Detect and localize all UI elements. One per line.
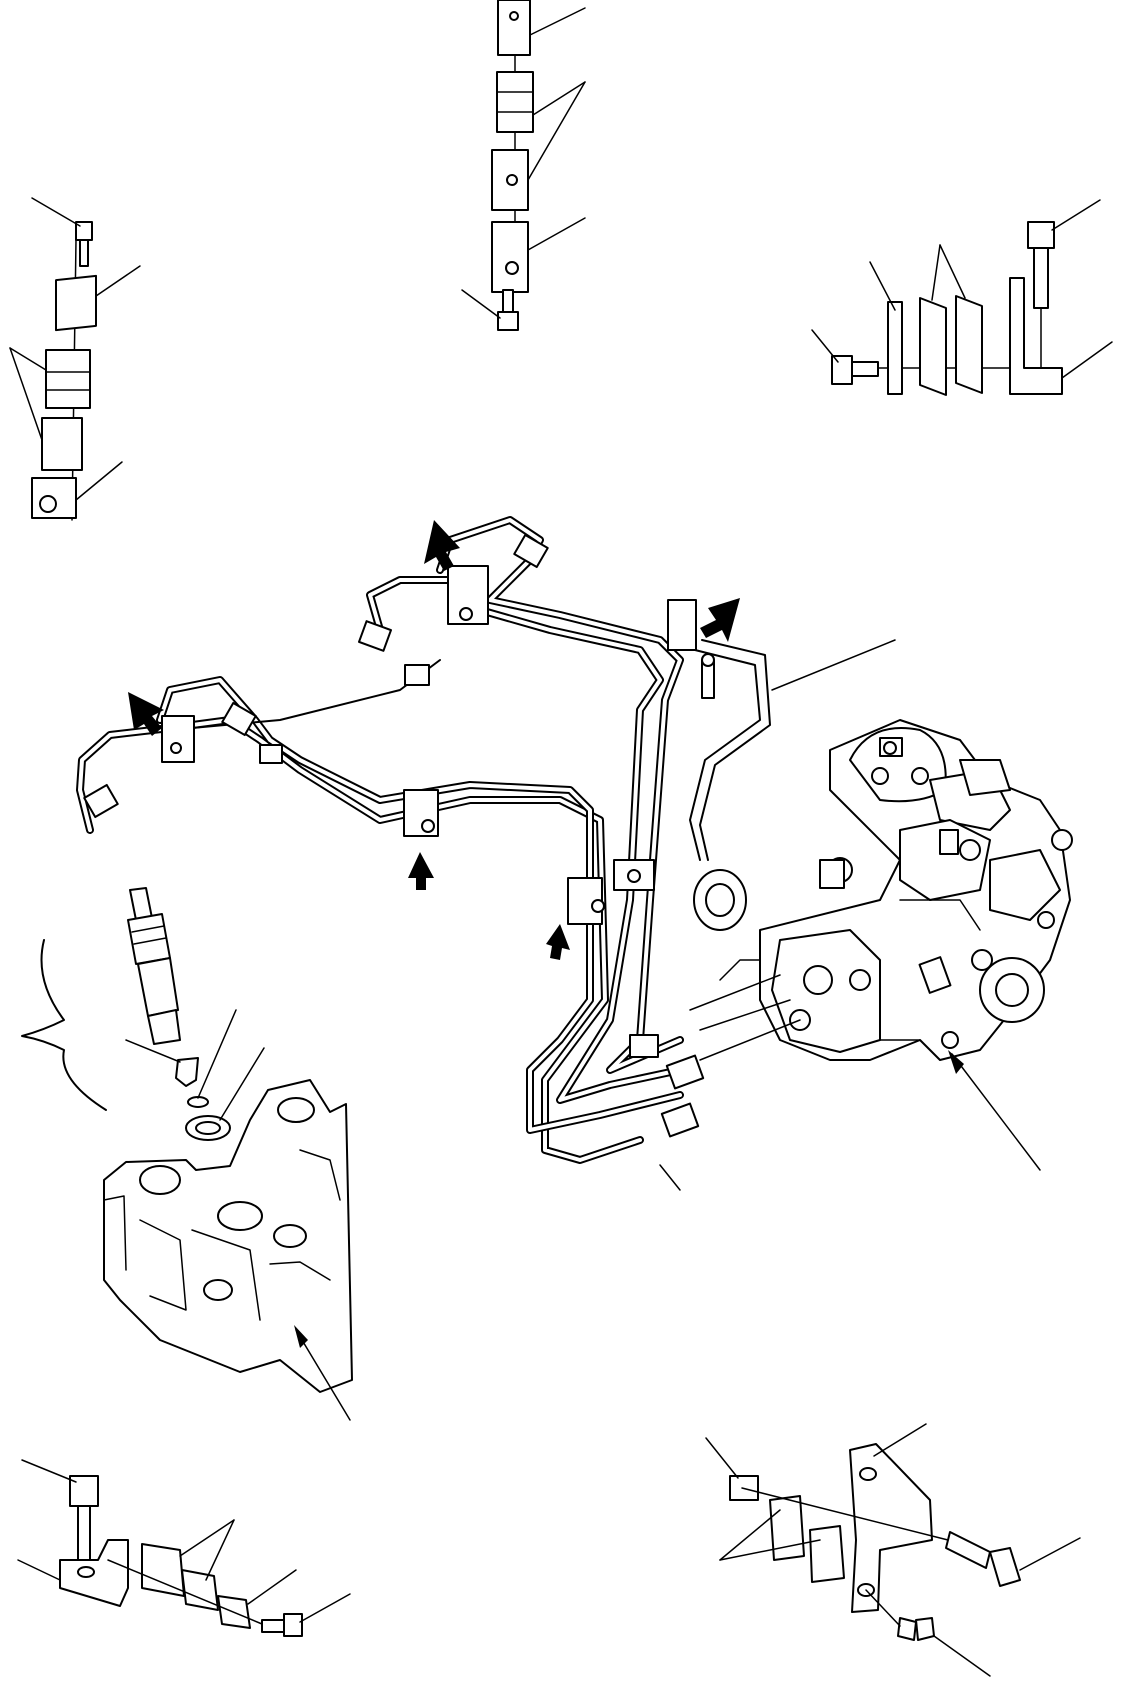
banjo-fitting [693,869,747,931]
leader-line [9,347,47,371]
leader-line [461,289,501,319]
fuel-injection-pipes [76,516,896,1191]
nozzle-sleeve [175,1057,199,1087]
clamp-block [41,417,83,471]
leader-line [532,81,586,116]
leader-line [1051,199,1101,231]
bolt [497,289,519,331]
leader-line [869,261,896,311]
leader-line [931,244,941,301]
clamp-block [809,1525,845,1583]
clamp-indicator-arrow [546,924,570,960]
leader-line [527,217,586,251]
bolt [945,1531,1021,1587]
cylinder-head [103,1079,353,1421]
leader-line [705,1437,739,1479]
pipe-nut [83,533,705,1138]
bolt [69,1475,99,1563]
leader-line [939,244,966,299]
bracket [849,1443,933,1613]
bolt [897,1617,935,1641]
clamp-stack-top-left [9,197,141,521]
clamp-indicator-arrow [408,852,434,890]
clamp-stack-top-right [811,199,1113,396]
clamp-plate [497,0,531,56]
clamp-block [919,297,947,396]
clamp-indicator-arrow [700,598,740,642]
leader-line [31,197,81,227]
leader-line [205,1519,235,1581]
clamp-plate [887,301,903,395]
leader-line [179,1519,235,1557]
injector [127,887,181,1045]
leader-line [811,329,839,363]
leader-line [299,1593,351,1623]
leader-line [75,461,123,501]
bolt [1027,221,1055,309]
clamp-block [667,599,715,699]
assembly-brace [21,939,107,1111]
clamp-block [769,1495,805,1561]
leader-line [719,1539,821,1561]
bolt [75,221,93,267]
leader-line [719,1509,781,1561]
clamp-block [567,859,655,925]
leader-line [529,7,586,36]
clamp-stack-bottom-right [705,1423,1081,1677]
clamp-indicator-arrow [424,520,460,571]
leader-line [125,1039,181,1063]
leader-line [1019,1537,1081,1571]
leader-line [933,1635,991,1677]
fuel-injection-pump [689,719,1073,1171]
leader-line [1061,341,1113,379]
leader-line [247,1569,297,1605]
clamp-block [447,565,489,625]
leader-line [21,1459,77,1483]
leader-line [197,1009,237,1099]
leader-line [873,1423,927,1457]
leader-line [659,1164,681,1191]
leader-line [295,1329,351,1421]
bracket [491,221,529,293]
pointer-arrowhead [948,1050,964,1074]
clamp-indicator-arrow [128,692,164,736]
injector-assembly [21,887,265,1141]
leader-line [9,347,43,441]
bolt [261,1613,303,1637]
bolt [831,355,879,385]
leader-line [95,265,141,297]
leader-line [219,1047,265,1121]
clamp-block [45,349,91,409]
clamp-plate [55,274,97,332]
leader-line [527,81,586,181]
clamp-stack-bottom-left [17,1459,351,1637]
clamp-stack-top-center [461,0,586,331]
clamp-indicator-arrows [128,520,740,960]
clamp-block [955,295,983,394]
bracket [1009,277,1063,395]
clamp-block [161,715,195,763]
leader-line [771,639,896,691]
clamp-block [496,71,534,133]
leader-line [17,1559,61,1581]
clamp-block [403,789,439,837]
pointer-arrowhead [294,1325,308,1348]
leader-line [951,1053,1041,1171]
